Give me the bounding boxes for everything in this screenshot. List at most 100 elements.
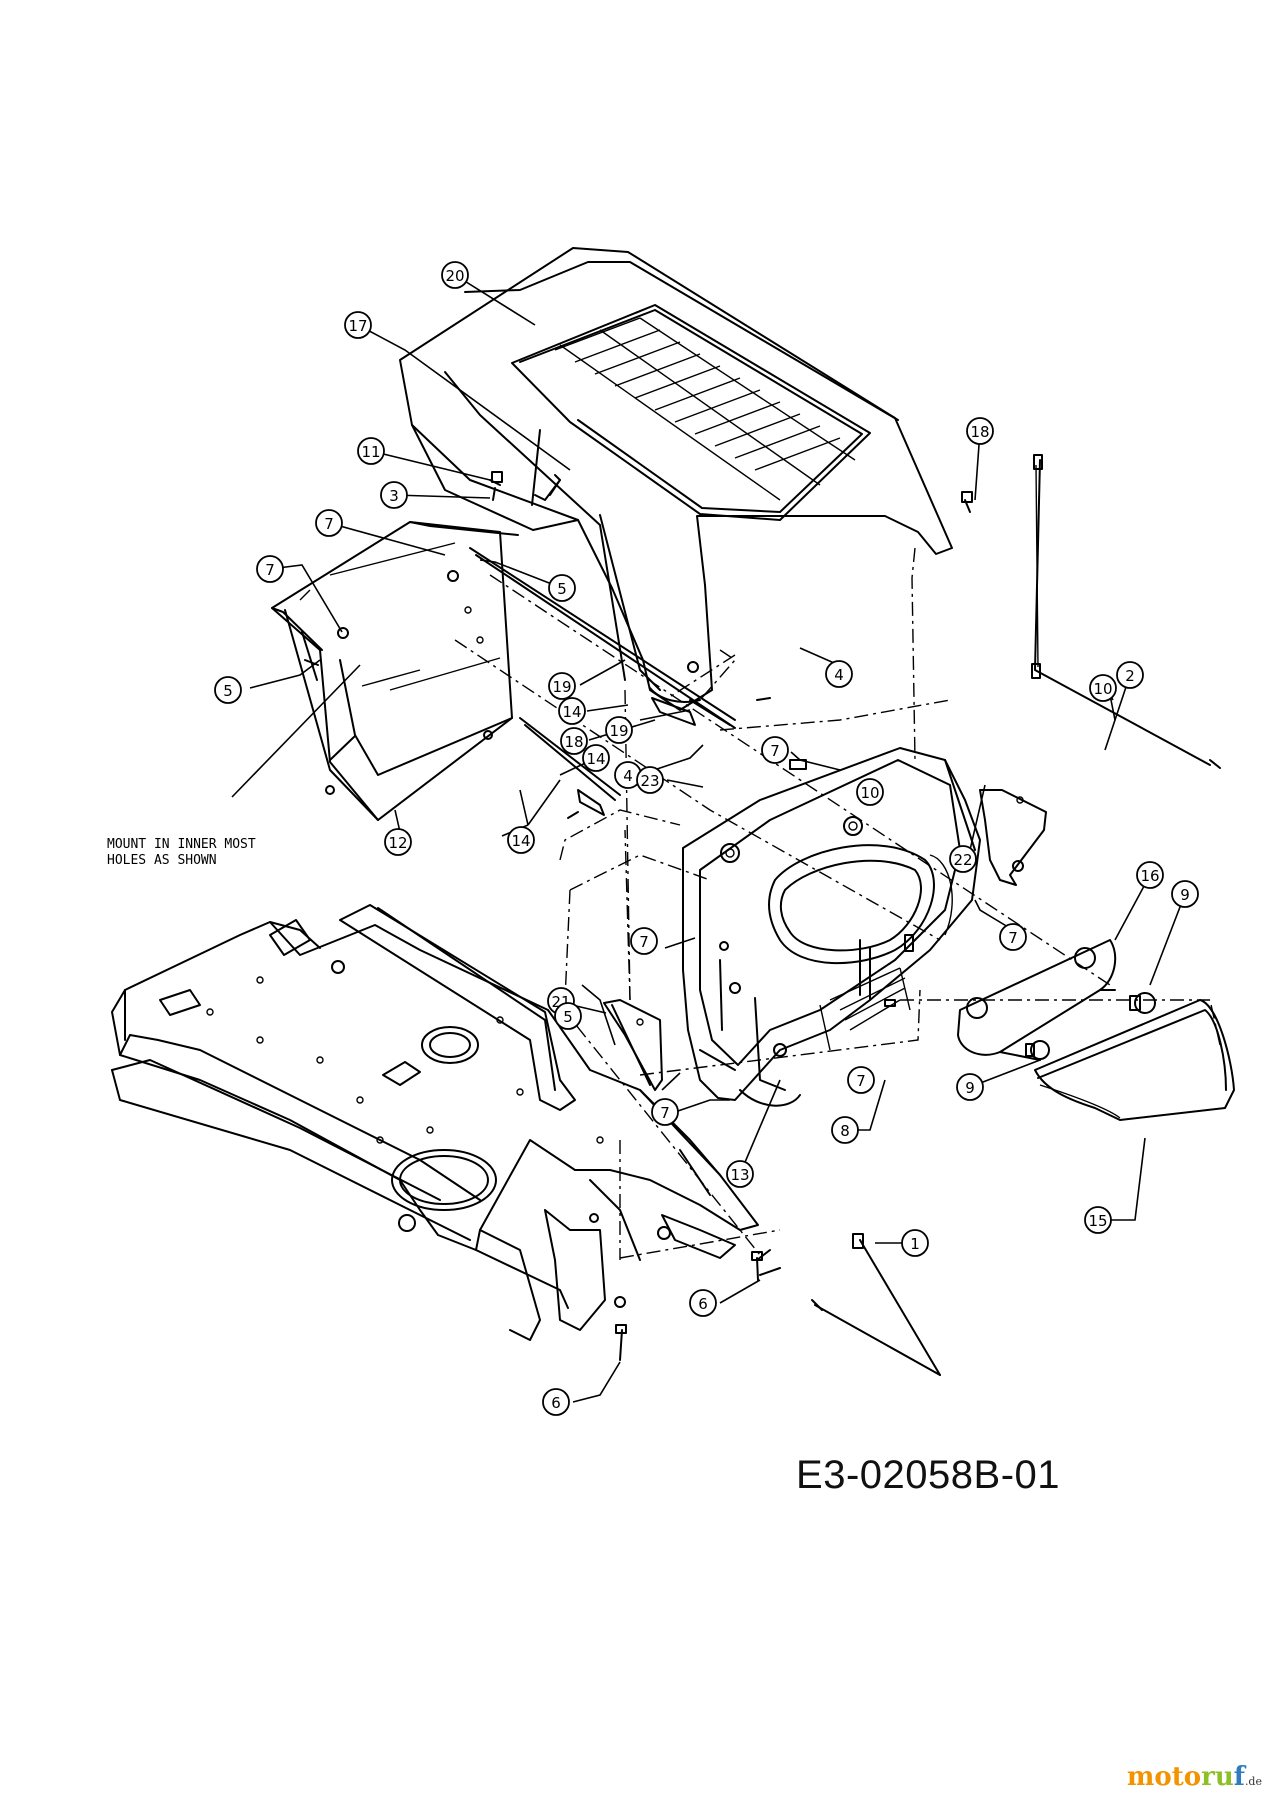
- callout-bubbles: 2017113775518191418141944723710102221412…: [214, 261, 1199, 1416]
- callout-circle: [441, 261, 469, 289]
- callout-circle: [956, 1073, 984, 1101]
- callout-number: 14: [562, 703, 581, 721]
- callout-3: 3: [380, 481, 408, 509]
- callout-number: 5: [557, 580, 567, 598]
- callout-circle: [384, 828, 412, 856]
- callout-circle: [315, 509, 343, 537]
- callout-circle: [560, 727, 588, 755]
- callout-18: 18: [560, 727, 588, 755]
- callout-number: 3: [389, 487, 399, 505]
- callout-circle: [831, 1116, 859, 1144]
- callout-number: 9: [1180, 886, 1190, 904]
- callout-10: 10: [1089, 674, 1117, 702]
- callout-number: 19: [609, 722, 628, 740]
- callout-2: 2: [1116, 661, 1144, 689]
- callout-number: 15: [1088, 1212, 1107, 1230]
- callout-22: 22: [949, 845, 977, 873]
- callout-1: 1: [901, 1229, 929, 1257]
- watermark-logo: motoruf.de: [1127, 1762, 1262, 1792]
- callout-9: 9: [1171, 880, 1199, 908]
- callout-circle: [689, 1289, 717, 1317]
- callout-circle: [558, 697, 586, 725]
- callout-7: 7: [999, 923, 1027, 951]
- callout-number: 13: [730, 1166, 749, 1184]
- callout-circle: [380, 481, 408, 509]
- callout-20: 20: [441, 261, 469, 289]
- callout-4: 4: [825, 660, 853, 688]
- callout-23: 23: [636, 766, 664, 794]
- callout-circle: [344, 311, 372, 339]
- callout-number: 7: [324, 515, 334, 533]
- callout-circle: [651, 1098, 679, 1126]
- callout-6: 6: [689, 1289, 717, 1317]
- callout-number: 2: [1125, 667, 1135, 685]
- bracket-21-part: [603, 999, 663, 1091]
- callout-7: 7: [630, 927, 658, 955]
- logo-part-2: ru: [1201, 1762, 1234, 1792]
- callout-number: 19: [552, 678, 571, 696]
- callout-circle: [1084, 1206, 1112, 1234]
- assembly-center-lines: [454, 547, 1221, 1260]
- callout-16: 16: [1136, 861, 1164, 889]
- callout-circle: [856, 778, 884, 806]
- callout-number: 18: [564, 733, 583, 751]
- callout-circle: [256, 555, 284, 583]
- callout-6: 6: [542, 1388, 570, 1416]
- callout-number: 7: [639, 933, 649, 951]
- cables-hardware: [489, 454, 1221, 1376]
- callout-circle: [726, 1160, 754, 1188]
- grille-nose-part: [682, 747, 981, 1107]
- callout-number: 20: [445, 267, 464, 285]
- callout-7: 7: [256, 555, 284, 583]
- callout-12: 12: [384, 828, 412, 856]
- callout-circle: [1171, 880, 1199, 908]
- callout-number: 6: [551, 1394, 561, 1412]
- front-bumper-part: [1034, 999, 1235, 1121]
- callout-number: 7: [856, 1072, 866, 1090]
- callout-number: 22: [953, 851, 972, 869]
- callout-circle: [825, 660, 853, 688]
- callout-circle: [761, 736, 789, 764]
- logo-suffix: .de: [1244, 1775, 1262, 1788]
- callout-number: 14: [511, 832, 530, 850]
- bulbs-part: [1025, 992, 1156, 1060]
- drawing-number: E3-02058B-01: [796, 1453, 1060, 1497]
- callout-18: 18: [966, 417, 994, 445]
- callout-number: 23: [640, 772, 659, 790]
- callout-number: 8: [840, 1122, 850, 1140]
- frame-chassis-part: [111, 904, 759, 1341]
- mount-note-line2: HOLES AS SHOWN: [107, 853, 217, 868]
- callout-circle: [1116, 661, 1144, 689]
- callout-11: 11: [357, 437, 385, 465]
- logo-part-3: f: [1233, 1762, 1245, 1792]
- callout-15: 15: [1084, 1206, 1112, 1234]
- callout-14: 14: [558, 697, 586, 725]
- callout-number: 7: [660, 1104, 670, 1122]
- callout-circle: [966, 417, 994, 445]
- callout-circle: [1089, 674, 1117, 702]
- callout-number: 5: [563, 1008, 573, 1026]
- callout-number: 4: [834, 666, 844, 684]
- hood-part: [399, 247, 953, 711]
- callout-circle: [548, 672, 576, 700]
- callout-number: 9: [965, 1079, 975, 1097]
- callout-5: 5: [548, 574, 576, 602]
- dash-panel-part: [271, 521, 519, 821]
- callout-17: 17: [344, 311, 372, 339]
- callout-number: 4: [623, 767, 633, 785]
- callout-9: 9: [956, 1073, 984, 1101]
- logo-part-1: moto: [1126, 1762, 1202, 1792]
- callout-number: 7: [770, 742, 780, 760]
- callout-circle: [507, 826, 535, 854]
- callout-circle: [949, 845, 977, 873]
- callout-7: 7: [651, 1098, 679, 1126]
- callout-circle: [630, 927, 658, 955]
- callout-7: 7: [761, 736, 789, 764]
- callout-14: 14: [582, 744, 610, 772]
- callout-number: 12: [388, 834, 407, 852]
- callout-circle: [554, 1002, 582, 1030]
- callout-circle: [542, 1388, 570, 1416]
- callout-5: 5: [214, 676, 242, 704]
